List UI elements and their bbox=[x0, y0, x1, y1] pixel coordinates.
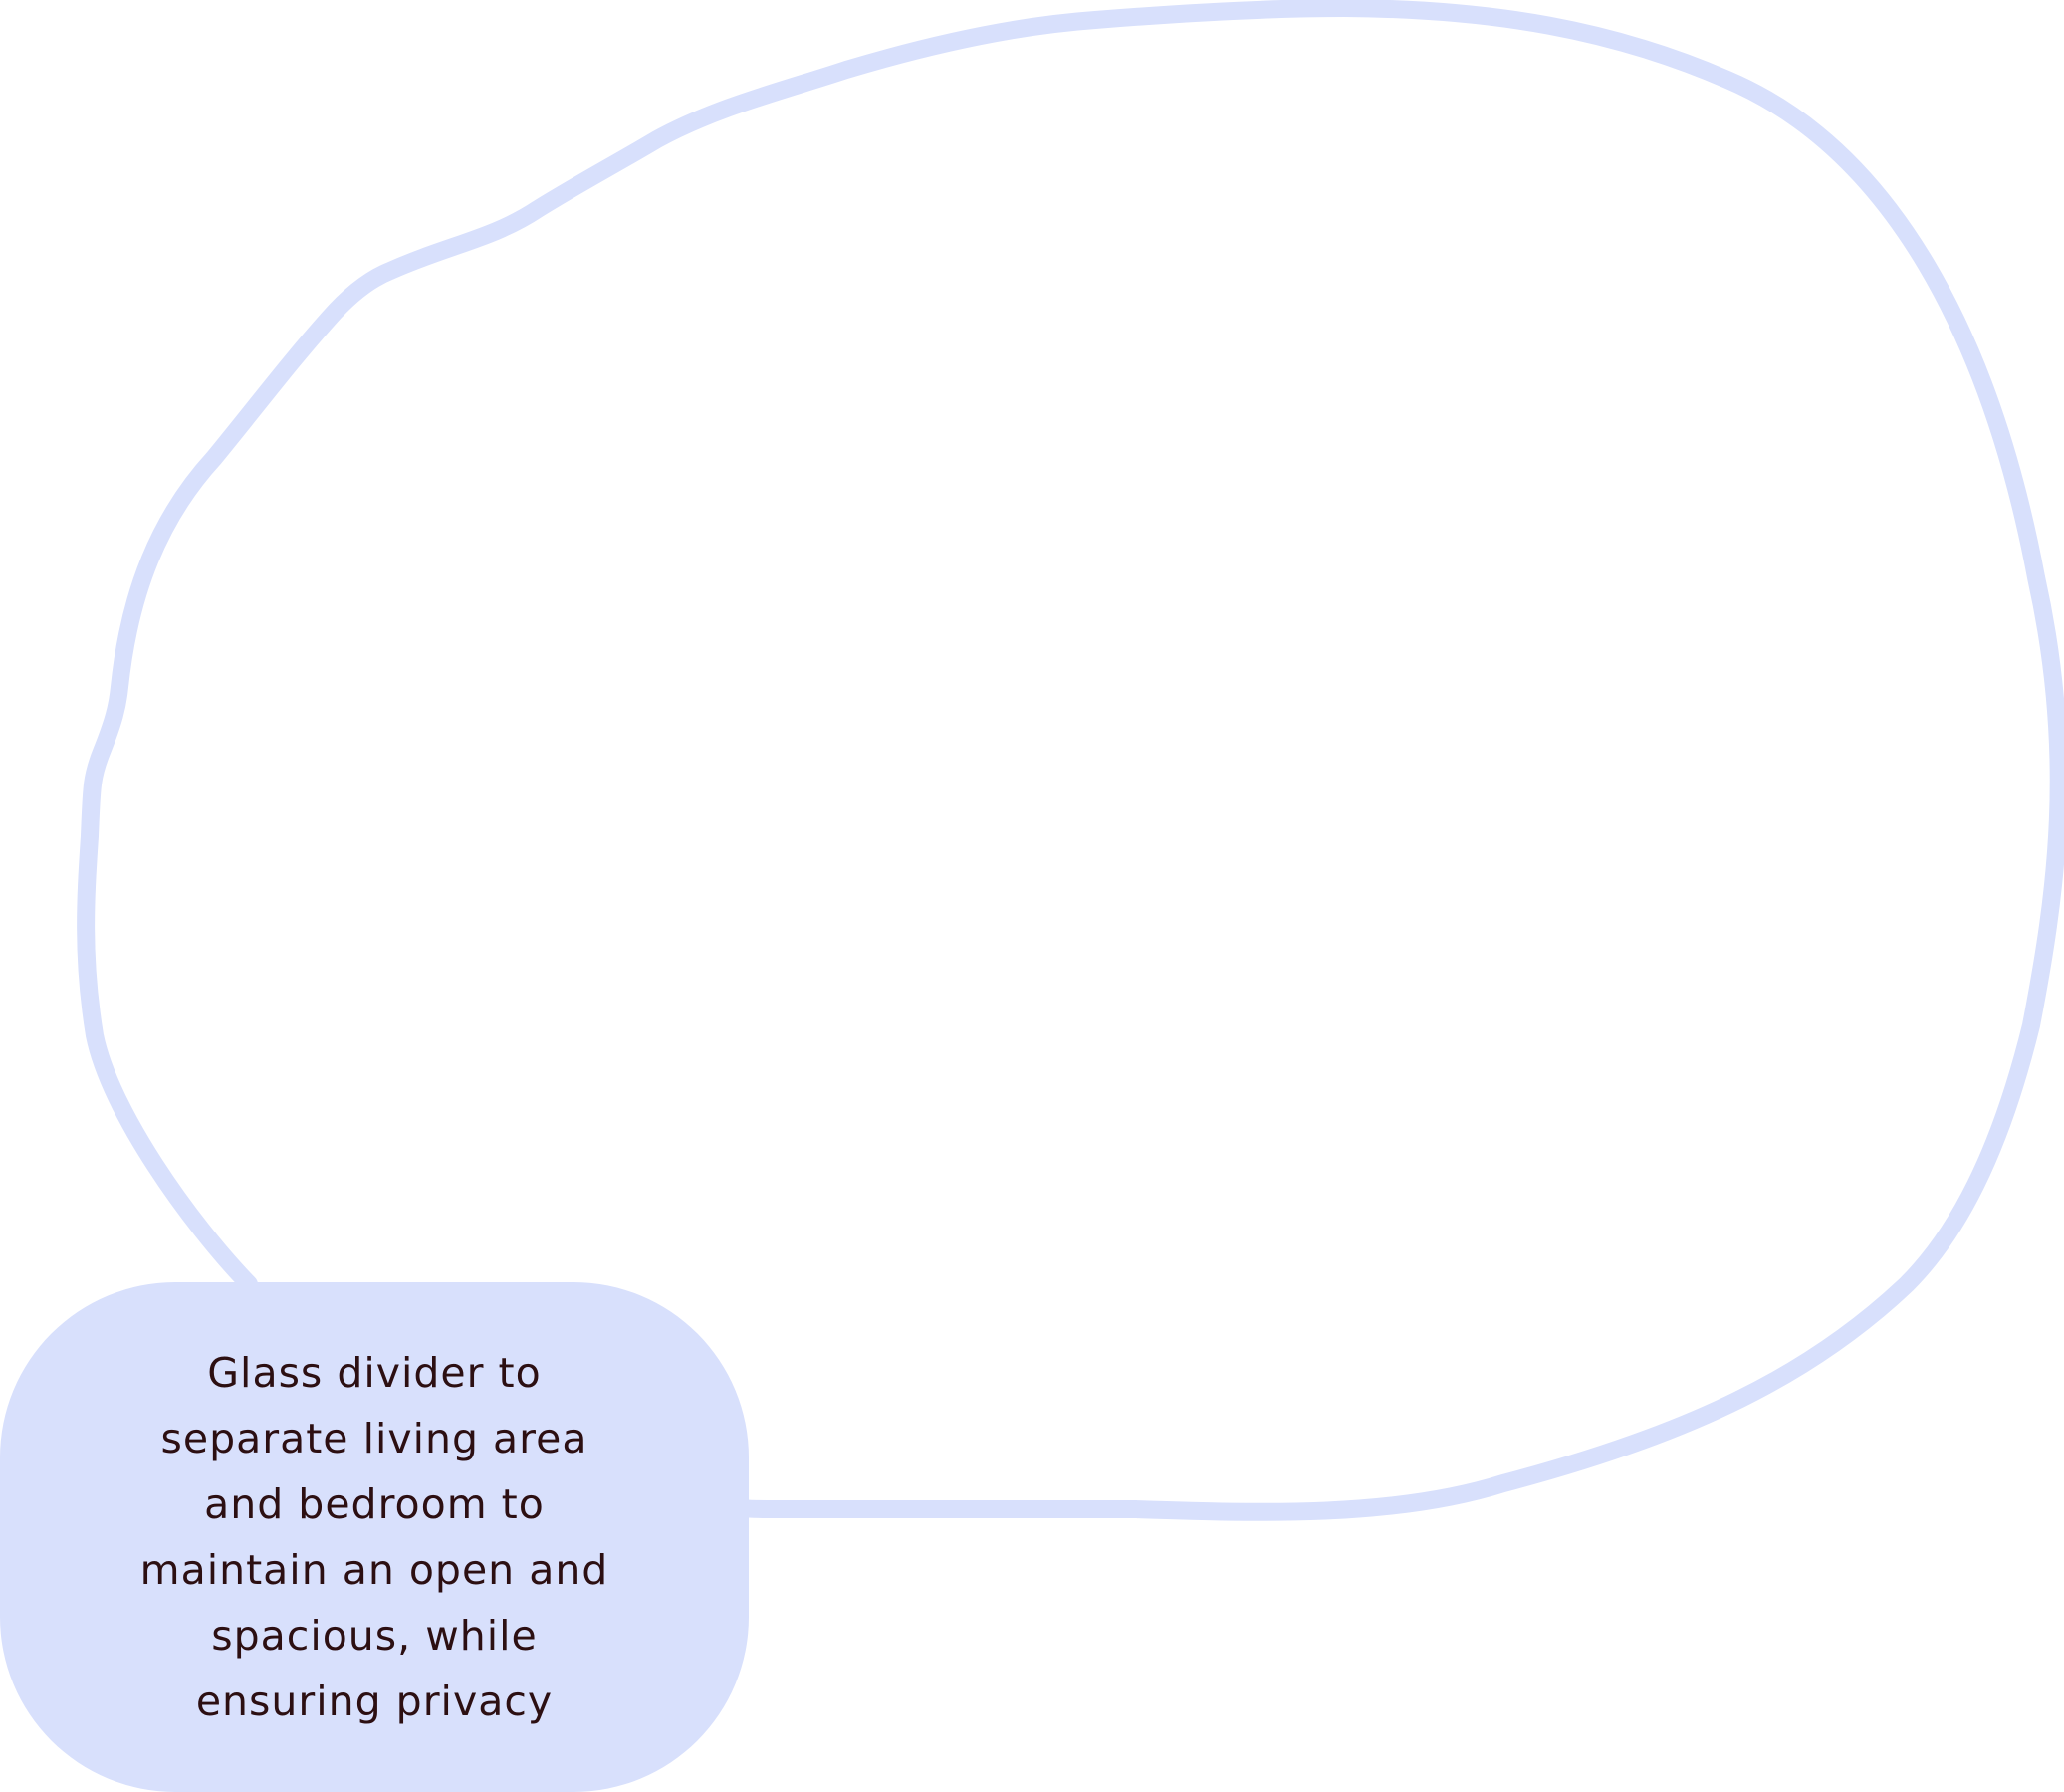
area-outline-path bbox=[77, 0, 2064, 1521]
annotation-callout: Glass divider to separate living area an… bbox=[0, 1282, 749, 1792]
annotation-text: Glass divider to separate living area an… bbox=[139, 1349, 609, 1725]
